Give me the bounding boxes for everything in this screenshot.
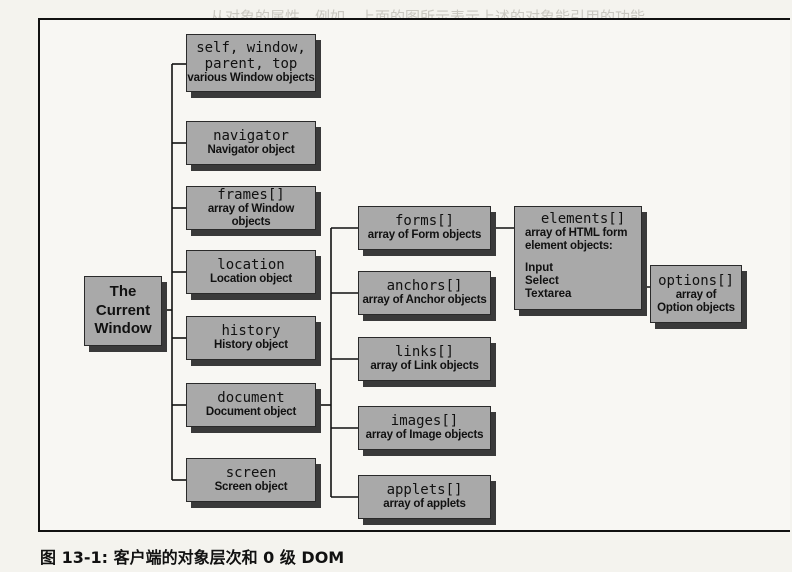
current-window-box: The Current Window <box>84 276 162 346</box>
location-desc: Location object <box>210 273 292 286</box>
current-window-line3: Window <box>94 320 152 338</box>
elements-item-select: Select <box>525 274 559 287</box>
elements-item-textarea: Textarea <box>525 287 572 300</box>
elements-box: elements[] array of HTML form element ob… <box>514 206 642 310</box>
applets-code: applets[] <box>386 482 463 499</box>
parent-top-code: parent, top <box>204 56 298 73</box>
screen-code: screen <box>225 465 277 482</box>
self-window-desc: various Window objects <box>187 72 315 85</box>
history-desc: History object <box>214 339 288 352</box>
location-box: location Location object <box>186 250 316 294</box>
anchors-desc: array of Anchor objects <box>362 294 487 307</box>
anchors-box: anchors[] array of Anchor objects <box>358 271 491 315</box>
images-code: images[] <box>390 413 459 430</box>
elements-desc2: element objects: <box>525 240 613 253</box>
options-desc2: Option objects <box>657 302 735 315</box>
frames-code: frames[] <box>217 186 285 203</box>
navigator-code: navigator <box>213 128 289 145</box>
links-box: links[] array of Link objects <box>358 337 491 381</box>
navigator-desc: Navigator object <box>207 144 295 157</box>
images-box: images[] array of Image objects <box>358 406 491 450</box>
applets-box: applets[] array of applets <box>358 475 491 519</box>
elements-code: elements[] <box>540 211 626 227</box>
options-box: options[] array of Option objects <box>650 265 742 323</box>
self-window-parent-top-box: self, window, parent, top various Window… <box>186 34 316 92</box>
forms-code: forms[] <box>394 213 454 230</box>
elements-desc1: array of HTML form <box>525 227 628 240</box>
forms-box: forms[] array of Form objects <box>358 206 491 250</box>
current-window-line2: Current <box>95 301 151 319</box>
links-desc: array of Link objects <box>370 360 479 373</box>
frames-desc: array of Window objects <box>207 202 295 229</box>
screen-desc: Screen object <box>214 481 288 494</box>
current-window-line1: The <box>109 282 137 300</box>
document-desc: Document object <box>205 406 297 419</box>
navigator-box: navigator Navigator object <box>186 121 316 165</box>
anchors-code: anchors[] <box>386 278 463 295</box>
screen-box: screen Screen object <box>186 458 316 502</box>
document-box: document Document object <box>186 383 316 427</box>
images-desc: array of Image objects <box>365 429 484 442</box>
options-desc1: array of <box>675 288 717 301</box>
frames-box: frames[] array of Window objects <box>186 186 316 230</box>
elements-item-input: Input <box>525 261 554 274</box>
options-code: options[] <box>658 272 734 289</box>
applets-desc: array of applets <box>383 498 466 511</box>
history-code: history <box>221 323 281 340</box>
forms-desc: array of Form objects <box>367 229 482 242</box>
self-window-code: self, window, <box>196 40 306 57</box>
history-box: history History object <box>186 316 316 360</box>
figure-caption: 图 13-1: 客户端的对象层次和 0 级 DOM <box>40 548 345 567</box>
document-code: document <box>217 390 285 407</box>
links-code: links[] <box>394 344 454 361</box>
location-code: location <box>217 257 285 274</box>
